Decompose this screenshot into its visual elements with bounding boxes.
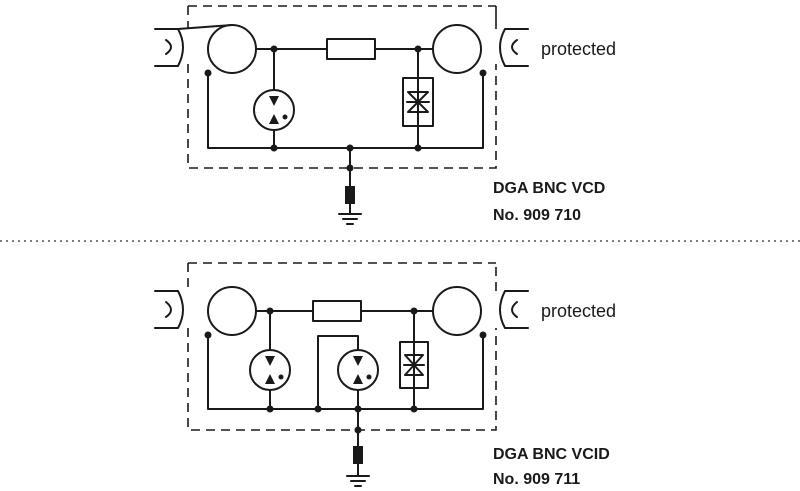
circuit-2: protected DGA BNC VCID No. 909 711 — [154, 262, 616, 488]
enclosure-outline — [187, 262, 497, 431]
bnc-connector-left — [154, 290, 184, 329]
junction-dot — [354, 405, 362, 413]
bnc-connector-right — [499, 290, 529, 329]
bnc-connector-right — [499, 28, 529, 67]
bidirectional-diode — [402, 77, 434, 127]
series-resistor — [312, 300, 362, 322]
enclosure-outline — [187, 6, 497, 169]
bidirectional-diode — [399, 341, 429, 389]
transformer-coil-left — [207, 24, 257, 74]
protected-label: protected — [541, 301, 616, 321]
return-wire — [207, 72, 484, 149]
junction-dot — [266, 307, 274, 315]
bnc-connector-left — [154, 28, 184, 67]
circuit-1: protected DGA BNC VCD No. 909 710 — [154, 5, 616, 225]
junction-dot — [346, 144, 354, 152]
gas-discharge-tube-2 — [337, 349, 379, 391]
junction-dot — [414, 45, 422, 53]
protected-label: protected — [541, 39, 616, 59]
junction-dot — [204, 69, 212, 77]
transformer-coil-left — [207, 286, 257, 336]
junction-dot — [479, 69, 487, 77]
ground-resistor — [353, 446, 363, 464]
ground-symbol — [338, 213, 362, 225]
junction-dot — [410, 405, 418, 413]
transformer-coil-right — [432, 24, 482, 74]
model-label: DGA BNC VCID — [493, 446, 610, 463]
junction-dot — [346, 164, 354, 172]
part-number-label: No. 909 711 — [493, 471, 580, 488]
gas-discharge-tube — [249, 349, 291, 391]
model-label: DGA BNC VCD — [493, 180, 605, 197]
junction-dot — [410, 307, 418, 315]
junction-dot — [414, 144, 422, 152]
junction-dot — [314, 405, 322, 413]
gas-discharge-tube — [253, 89, 295, 131]
junction-dot — [354, 426, 362, 434]
wire — [177, 24, 233, 30]
junction-dot — [204, 331, 212, 339]
ground-symbol — [346, 475, 370, 487]
return-wire — [207, 334, 484, 410]
junction-dot — [270, 45, 278, 53]
junction-dot — [266, 405, 274, 413]
junction-dot — [479, 331, 487, 339]
transformer-coil-right — [432, 286, 482, 336]
junction-dot — [270, 144, 278, 152]
ground-resistor — [345, 186, 355, 204]
part-number-label: No. 909 710 — [493, 207, 581, 224]
series-resistor — [326, 38, 376, 60]
